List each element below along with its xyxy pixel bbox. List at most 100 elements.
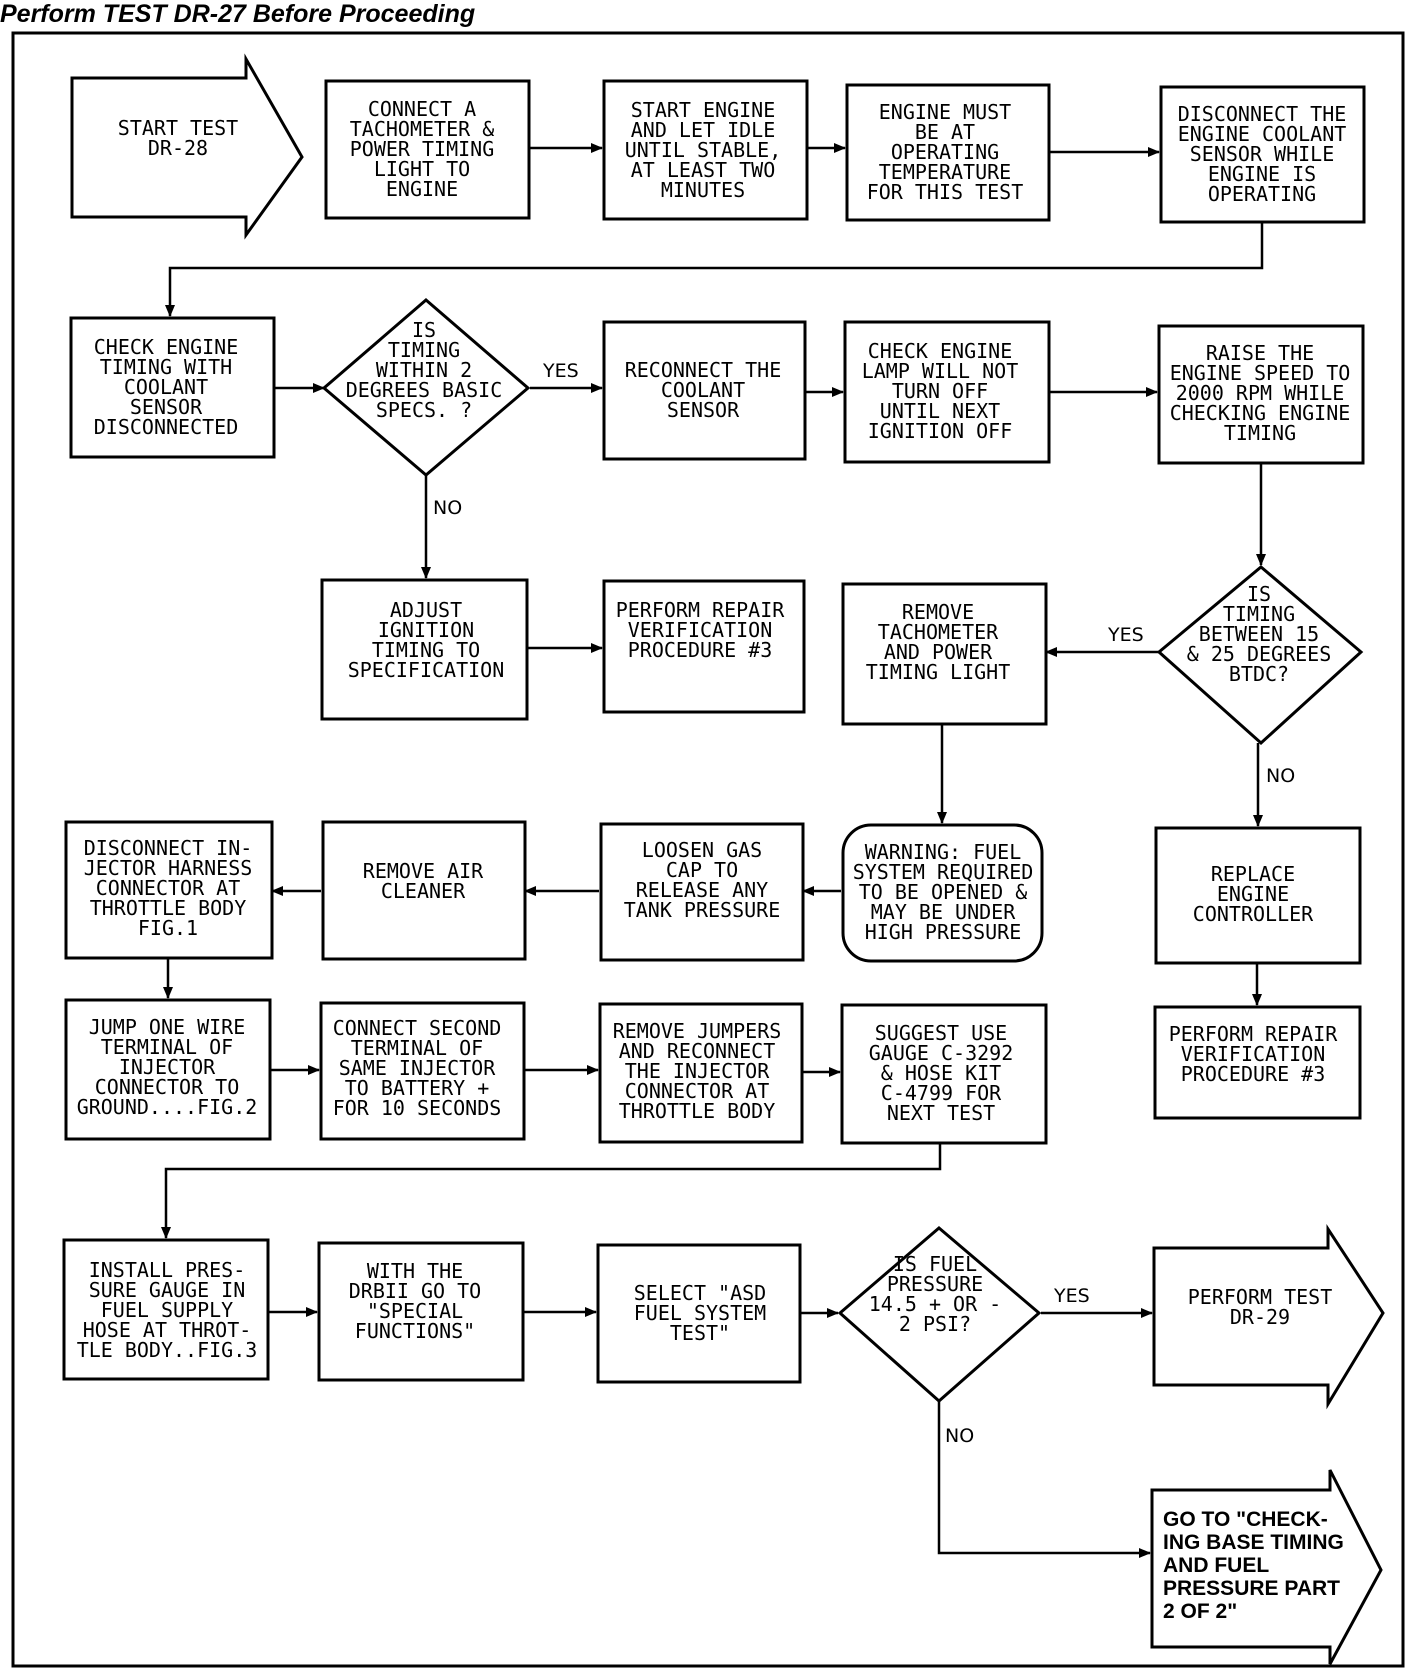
node-text-line: DR-28 bbox=[148, 136, 208, 160]
loosen-cap-shape bbox=[599, 822, 805, 962]
node-text-line: NEXT TEST bbox=[887, 1101, 995, 1125]
node-text-line: CAP TO bbox=[666, 858, 738, 882]
node-text-line: START TEST bbox=[118, 116, 238, 140]
diagram-frame bbox=[11, 31, 1405, 1668]
node-text-line: SENSOR WHILE bbox=[1190, 142, 1335, 166]
node-text-line: PROCEDURE #3 bbox=[628, 638, 773, 662]
node-text-line: SUGGEST USE bbox=[875, 1021, 1007, 1045]
operating-temp-shape bbox=[845, 83, 1051, 222]
adjust-shape bbox=[320, 578, 529, 721]
node-text-line: WITH THE bbox=[367, 1259, 463, 1283]
node-text-line: CONNECTOR AT bbox=[96, 876, 241, 900]
node-text-line: & 25 DEGREES bbox=[1187, 642, 1332, 666]
node-text-line: VERIFICATION bbox=[628, 618, 773, 642]
node-text-line: IGNITION bbox=[378, 618, 474, 642]
node-text-line: HIGH PRESSURE bbox=[865, 920, 1022, 944]
suggest-gauge-shape bbox=[840, 1003, 1048, 1145]
node-text-line: COOLANT bbox=[124, 375, 208, 399]
node-text-line: CONNECT SECOND bbox=[333, 1016, 502, 1040]
node-text-line: TIMING bbox=[1224, 421, 1296, 445]
edge-labels: YES NO YES NO YES NO bbox=[433, 360, 1295, 1447]
test-dr29-shape bbox=[1152, 1223, 1385, 1410]
node-text-line: TACHOMETER & bbox=[350, 117, 495, 141]
decision-btdc-shape bbox=[1156, 565, 1364, 746]
node-text-line: SENSOR bbox=[130, 395, 203, 419]
node-text-line: ENGINE SPEED TO bbox=[1170, 361, 1351, 385]
raise-speed-shape bbox=[1157, 324, 1365, 465]
node-text-line: ENGINE IS bbox=[1208, 162, 1316, 186]
connect-second-shape bbox=[319, 1001, 526, 1141]
node-text-line: COOLANT bbox=[661, 378, 745, 402]
node-text-line: BTDC? bbox=[1229, 662, 1289, 686]
node-text-line: FUEL SYSTEM bbox=[634, 1301, 766, 1325]
node-text-line: CHECKING ENGINE bbox=[1170, 401, 1351, 425]
node-text-line: VERIFICATION bbox=[1181, 1042, 1326, 1066]
node-text-line: PRESSURE bbox=[887, 1272, 983, 1296]
node-text-line: POWER TIMING bbox=[350, 137, 495, 161]
node-text-line: REPLACE bbox=[1211, 862, 1295, 886]
node-text-line: CHECK ENGINE bbox=[868, 339, 1013, 363]
remove-jumpers-shape bbox=[598, 1002, 804, 1144]
node-text-line: CONNECTOR TO bbox=[95, 1075, 240, 1099]
node-text-line: FOR THIS TEST bbox=[867, 180, 1024, 204]
node-text-line: TIMING WITH bbox=[100, 355, 232, 379]
node-text-line: 2000 RPM WHILE bbox=[1176, 381, 1345, 405]
edge-suggest-to-install-gauge bbox=[161, 1143, 942, 1239]
node-text-line: SAME INJECTOR bbox=[339, 1056, 496, 1080]
node-text-line: DISCONNECT THE bbox=[1178, 102, 1347, 126]
node-text-line: THROTTLE BODY bbox=[90, 896, 247, 920]
node-text-line: DISCONNECT IN- bbox=[84, 836, 253, 860]
remove-tach-shape bbox=[841, 582, 1048, 726]
check-timing-shape bbox=[69, 316, 276, 459]
node-text-line: AT LEAST TWO bbox=[631, 158, 776, 182]
node-text-line: SPECS. ? bbox=[376, 398, 472, 422]
node-text-line: PERFORM REPAIR bbox=[1169, 1022, 1339, 1046]
node-text-line: 2 OF 2" bbox=[1163, 1600, 1237, 1623]
node-text-line: GAUGE C-3292 bbox=[869, 1041, 1014, 1065]
node-text-line: RAISE THE bbox=[1206, 341, 1314, 365]
repair1-shape bbox=[602, 579, 806, 714]
node-text-line: TIMING LIGHT bbox=[866, 660, 1011, 684]
node-text-line: TIMING bbox=[1223, 602, 1295, 626]
node-text-line: TO BATTERY + bbox=[345, 1076, 490, 1100]
node-text-line: 2 PSI? bbox=[899, 1312, 971, 1336]
node-text-line: TERMINAL OF bbox=[351, 1036, 483, 1060]
node-text-line: DISCONNECTED bbox=[94, 415, 239, 439]
node-text-line: ADJUST bbox=[390, 598, 462, 622]
node-text-line: TANK PRESSURE bbox=[624, 898, 781, 922]
replace-ctrl-shape bbox=[1154, 826, 1362, 965]
warning-shape bbox=[841, 823, 1044, 963]
decision-timing-shape bbox=[321, 298, 531, 477]
node-text-line: SYSTEM REQUIRED bbox=[853, 860, 1034, 884]
node-shapes bbox=[62, 53, 1385, 1665]
timing-yes-label: YES bbox=[542, 360, 579, 382]
connectors bbox=[161, 143, 1266, 1558]
btdc-no-label: NO bbox=[1266, 765, 1295, 787]
select-asd-shape bbox=[596, 1243, 802, 1384]
node-text-line: GROUND....FIG.2 bbox=[77, 1095, 258, 1119]
node-text-line: "SPECIAL bbox=[367, 1299, 463, 1323]
goto-part2-shape bbox=[1150, 1469, 1383, 1665]
node-text-line: RELEASE ANY bbox=[636, 878, 768, 902]
node-text-line: RECONNECT THE bbox=[625, 358, 782, 382]
node-text-line: TO BE OPENED & bbox=[859, 880, 1028, 904]
drbii-shape bbox=[317, 1241, 525, 1382]
node-text-line: IGNITION OFF bbox=[868, 419, 1013, 443]
node-text-line: LIGHT TO bbox=[374, 157, 470, 181]
edge-fuel-no-to-part2 bbox=[937, 1401, 1151, 1558]
node-text-line: FOR 10 SECONDS bbox=[333, 1096, 502, 1120]
node-text-line: WITHIN 2 bbox=[376, 358, 472, 382]
node-text-line: ENGINE COOLANT bbox=[1178, 122, 1347, 146]
node-text-line: ENGINE MUST bbox=[879, 100, 1011, 124]
